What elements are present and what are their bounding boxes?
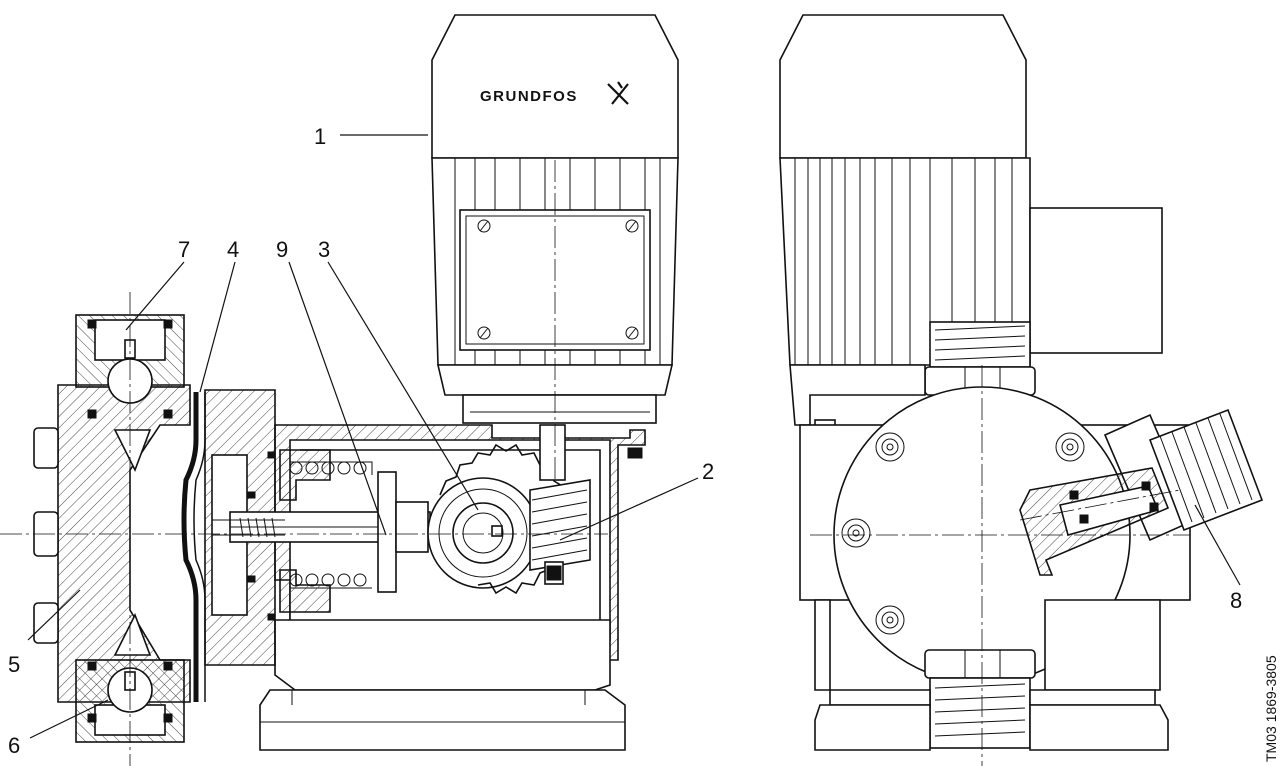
head-bolts: [33, 427, 59, 644]
drawing-code: TM03 1869-3805: [1263, 655, 1279, 762]
callout-8: 8: [1230, 588, 1242, 613]
stroke-length-knob: [1019, 408, 1264, 576]
motor-hood-side: [779, 14, 1027, 159]
callout-leaders: [27, 134, 1241, 739]
callout-3: 3: [318, 237, 330, 262]
terminal-box-side: [1029, 207, 1163, 354]
callout-5: 5: [8, 652, 20, 677]
diaphragm: [181, 392, 199, 702]
callout-9: 9: [276, 237, 288, 262]
spring-stop-disc: [377, 471, 397, 593]
eccentric-cam: [427, 477, 539, 589]
callout-7: 7: [178, 237, 190, 262]
motor-hood: [431, 14, 679, 159]
housing-foot: [274, 619, 611, 691]
connecting-rod-thread: [212, 517, 285, 538]
sectional-view: GRUNDFOS: [0, 14, 679, 766]
callout-4: 4: [227, 237, 239, 262]
base-plate: [259, 689, 626, 751]
worm-shaft: [529, 424, 591, 585]
side-view: [779, 14, 1264, 766]
brand-logo-text: GRUNDFOS: [480, 88, 578, 105]
callout-6: 6: [8, 733, 20, 758]
lower-connector: [929, 677, 1031, 749]
upper-connector: [929, 321, 1031, 368]
base-plate-side: [829, 689, 931, 706]
cooling-fins-side: [794, 158, 1013, 365]
callout-1: 1: [314, 124, 326, 149]
callout-2: 2: [702, 459, 714, 484]
terminal-screws: [477, 219, 639, 340]
brand-logo-icon: [607, 81, 629, 105]
